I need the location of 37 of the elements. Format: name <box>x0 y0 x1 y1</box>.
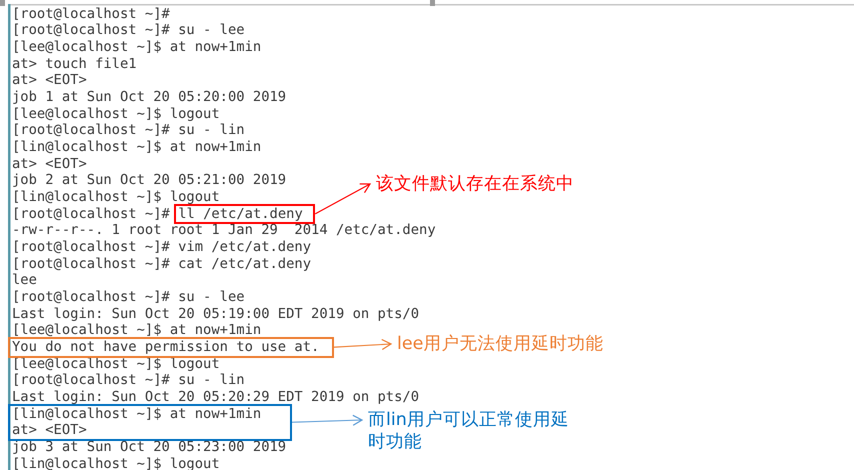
annotation-text: lee用户无法使用延时功能 <box>397 333 604 355</box>
terminal-line: at> <EOT> <box>12 422 87 439</box>
terminal-line: at> <EOT> <box>12 72 87 89</box>
terminal-line: [root@localhost ~]# su - lin <box>12 122 245 139</box>
terminal-line: [root@localhost ~]# <box>12 6 170 22</box>
terminal-line: [root@localhost ~]# su - lee <box>12 22 245 39</box>
arrow <box>292 414 363 426</box>
terminal-line: [lee@localhost ~]$ at now+1min <box>12 322 262 339</box>
terminal-line: [root@localhost ~]# vim /etc/at.deny <box>12 238 312 256</box>
terminal-line: You do not have permission to use at. <box>12 338 320 356</box>
arrow <box>334 338 392 350</box>
terminal-line: at> <EOT> <box>12 156 87 172</box>
terminal-line: job 1 at Sun Oct 20 05:20:00 2019 <box>12 88 286 106</box>
terminal-line: [lin@localhost ~]$ logout <box>12 188 220 206</box>
annotation-text: 该文件默认存在在系统中 <box>376 173 574 195</box>
terminal-line: -rw-r--r--. 1 root root 1 Jan 29 2014 /etc/at.deny <box>12 222 436 239</box>
highlight-box <box>8 336 334 358</box>
terminal-line: job 3 at Sun Oct 20 05:23:00 2019 <box>12 438 286 456</box>
terminal-line: [lin@localhost ~]$ at now+1min <box>12 406 262 422</box>
terminal-line: ll /etc/at.deny <box>178 206 303 222</box>
terminal-line: lee <box>12 272 37 289</box>
terminal-line: [root@localhost ~]# su - lee <box>12 288 245 306</box>
terminal-line: Last login: Sun Oct 20 05:19:00 EDT 2019 on pts/0 <box>12 306 420 322</box>
terminal-line: at> touch file1 <box>12 56 137 72</box>
terminal-line: [lin@localhost ~]$ at now+1min <box>12 138 262 156</box>
annotation-text: 而lin用户可以正常使用延时功能 <box>368 409 582 453</box>
terminal-line: [lee@localhost ~]$ logout <box>12 106 220 122</box>
terminal-line: [root@localhost ~]# su - lin <box>12 372 245 389</box>
highlight-box <box>174 204 316 224</box>
arrow <box>314 183 371 214</box>
terminal-line: Last login: Sun Oct 20 05:20:29 EDT 2019 on pts/0 <box>12 388 420 406</box>
terminal-line: job 2 at Sun Oct 20 05:21:00 2019 <box>12 172 286 189</box>
terminal-line: [root@localhost ~]# cat /etc/at.deny <box>12 256 312 272</box>
terminal-line: [root@localhost ~]# <box>12 206 170 222</box>
terminal-line: [lee@localhost ~]$ logout <box>12 356 220 372</box>
highlight-box <box>8 404 292 441</box>
terminal-line: [lee@localhost ~]$ at now+1min <box>12 38 262 56</box>
